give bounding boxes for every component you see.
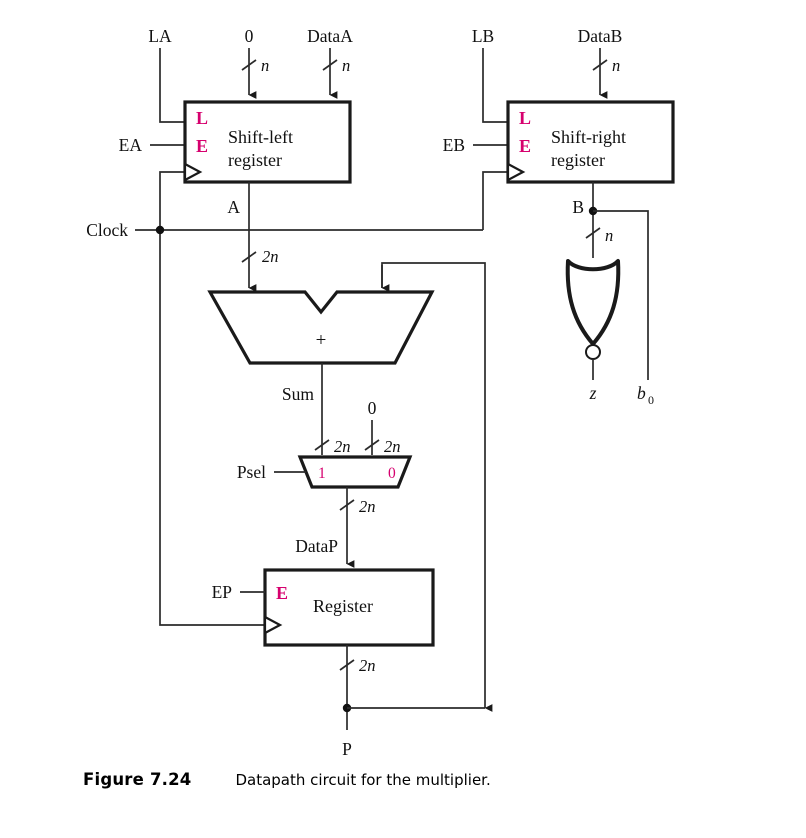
label-adder-plus: +: [316, 330, 327, 351]
label-pin-e-a: E: [196, 136, 208, 156]
wire-mux-zero-in: [364, 420, 380, 455]
wire-a-to-adder: [241, 182, 257, 292]
clock-junction-dot: [155, 225, 165, 235]
wire-sum: [314, 363, 330, 455]
wire-datap: [339, 487, 355, 568]
wire-zero-a: [241, 48, 257, 99]
label-b-out: B: [572, 197, 584, 217]
wire-b: [585, 182, 649, 380]
label-shift-right-line1: Shift-right: [551, 127, 626, 147]
label-width-n-datab: n: [612, 56, 620, 75]
label-pin-e-b: E: [519, 136, 531, 156]
adder-block: [207, 290, 435, 365]
label-lb: LB: [472, 26, 494, 46]
wire-la: [159, 48, 185, 123]
label-zero-a: 0: [245, 26, 254, 46]
nor-gate: [565, 259, 621, 380]
label-mux-zero: 0: [368, 398, 377, 418]
wire-lb: [482, 48, 508, 123]
label-width-2n-a: 2n: [262, 247, 279, 266]
caption-figure-text: Datapath circuit for the multiplier.: [235, 771, 491, 789]
label-width-2n-p: 2n: [359, 656, 376, 675]
label-datab: DataB: [578, 26, 623, 46]
label-width-n-dataa: n: [342, 56, 350, 75]
register-block: [263, 568, 435, 647]
label-width-2n-sum: 2n: [334, 437, 351, 456]
mux-block: [297, 455, 413, 489]
label-pin-l-a: L: [196, 108, 208, 128]
caption-figure-number: Figure 7.24: [83, 770, 192, 789]
label-mux-sel-0: 0: [388, 465, 396, 482]
label-p-out: P: [342, 739, 352, 759]
clock-triangle-icon: [506, 162, 526, 182]
shift-left-register-block: [183, 100, 352, 184]
label-a-out: A: [227, 197, 240, 217]
label-width-n-b: n: [605, 226, 613, 245]
label-shift-left-line1: Shift-left: [228, 127, 293, 147]
label-b0-subscript: 0: [648, 393, 654, 407]
label-pin-e-p: E: [276, 583, 288, 603]
inversion-bubble-icon: [585, 344, 601, 360]
clock-triangle-icon: [263, 615, 283, 635]
label-clock: Clock: [86, 220, 128, 240]
label-b0-out: b: [637, 383, 646, 403]
label-datap: DataP: [295, 536, 338, 556]
label-shift-left-line2: register: [228, 150, 282, 170]
label-ep: EP: [212, 582, 233, 602]
label-la: LA: [148, 26, 172, 46]
wire-p-out: [339, 645, 485, 730]
wire-datab: [592, 48, 608, 99]
label-ea: EA: [119, 135, 143, 155]
label-width-n-zero-a: n: [261, 56, 269, 75]
label-shift-right-line2: register: [551, 150, 605, 170]
label-sum: Sum: [282, 384, 314, 404]
label-dataa: DataA: [307, 26, 353, 46]
wire-dataa: [322, 48, 338, 99]
label-mux-sel-1: 1: [318, 465, 326, 482]
label-register: Register: [313, 596, 373, 616]
label-pin-l-b: L: [519, 108, 531, 128]
figure-caption: Figure 7.24 Datapath circuit for the mul…: [0, 770, 806, 816]
label-width-2n-mux-out: 2n: [359, 497, 376, 516]
shift-right-register-block: [506, 100, 675, 184]
wire-clock: [135, 171, 508, 626]
label-z-out: z: [589, 383, 597, 403]
label-width-2n-zero: 2n: [384, 437, 401, 456]
label-psel: Psel: [237, 462, 266, 482]
label-eb: EB: [443, 135, 465, 155]
clock-triangle-icon: [183, 162, 203, 182]
